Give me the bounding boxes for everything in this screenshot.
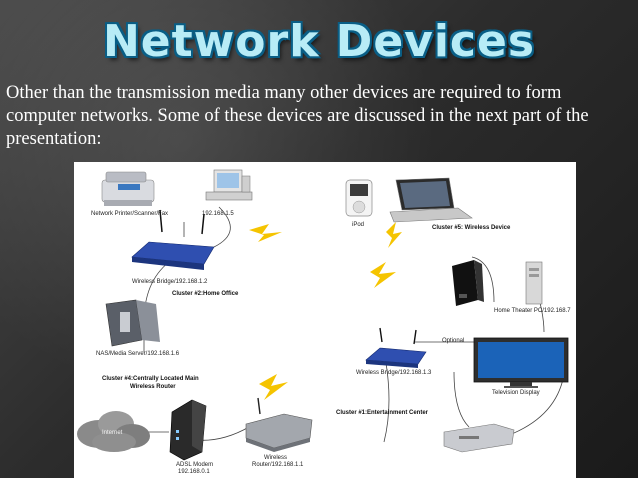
- label-bridge2: Wireless Bridge/192.168.1.2: [132, 279, 208, 285]
- slide-body-text: Other than the transmission media many o…: [6, 83, 589, 149]
- nas-server-icon: [105, 299, 160, 347]
- label-tv: Television Display: [492, 390, 540, 396]
- label-router-line2: Router/192.168.1.1: [252, 462, 304, 468]
- game-console-icon: [452, 260, 484, 306]
- label-cluster5: Cluster #5: Wireless Device: [432, 225, 511, 231]
- wireless-router-icon: [245, 397, 313, 452]
- label-home-theater: Home Theater PC/192.168.7: [494, 308, 571, 314]
- label-cluster2: Cluster #2:Home Office: [172, 291, 239, 297]
- label-cluster4-line1: Cluster #4:Centrally Located Main: [102, 376, 199, 382]
- lightning-bolt-icon-4: [386, 222, 402, 248]
- desktop-pc-icon: [205, 169, 253, 201]
- internet-cloud-icon: [77, 411, 150, 452]
- label-pc: 192.168.1.5: [202, 211, 234, 217]
- slide-title: Network Devices: [102, 16, 536, 67]
- adsl-modem-icon: [169, 399, 207, 461]
- television-icon: [473, 337, 569, 388]
- network-printer-icon: [101, 171, 155, 206]
- lightning-bolt-icon-3: [370, 262, 396, 288]
- network-diagram-svg: Network Printer/Scanner/Fax 192.168.1.5 …: [77, 169, 571, 475]
- line-pc-bridge: [213, 206, 231, 248]
- laptop-icon: [389, 177, 473, 223]
- home-theater-pc-icon: [525, 261, 543, 305]
- line-bridge3-player: [453, 371, 470, 428]
- label-router-line1: Wireless: [264, 455, 287, 461]
- label-optional: Optional: [442, 338, 464, 344]
- label-cluster4-line2: Wireless Router: [130, 384, 176, 390]
- label-printer: Network Printer/Scanner/Fax: [91, 211, 168, 217]
- label-bridge3: Wireless Bridge/192.168.1.3: [356, 370, 432, 376]
- line-console: [471, 256, 495, 303]
- label-adsl-line1: ADSL Modem: [176, 462, 213, 468]
- label-nas: NAS/Media Server/192.168.1.6: [96, 351, 180, 357]
- wireless-bridge-icon-2: [365, 327, 427, 368]
- label-cluster1: Cluster #1:Entertainment Center: [336, 410, 429, 416]
- ipod-icon: [345, 179, 373, 217]
- lightning-bolt-icon-2: [259, 374, 288, 400]
- label-internet: Internet: [102, 430, 123, 436]
- lightning-bolt-icon: [249, 224, 282, 242]
- wireless-bridge-icon: [131, 209, 215, 270]
- network-diagram: Network Printer/Scanner/Fax 192.168.1.5 …: [74, 162, 576, 478]
- media-player-icon: [443, 423, 515, 453]
- label-adsl-line2: 192.168.0.1: [178, 469, 210, 475]
- label-ipod: iPod: [352, 222, 364, 228]
